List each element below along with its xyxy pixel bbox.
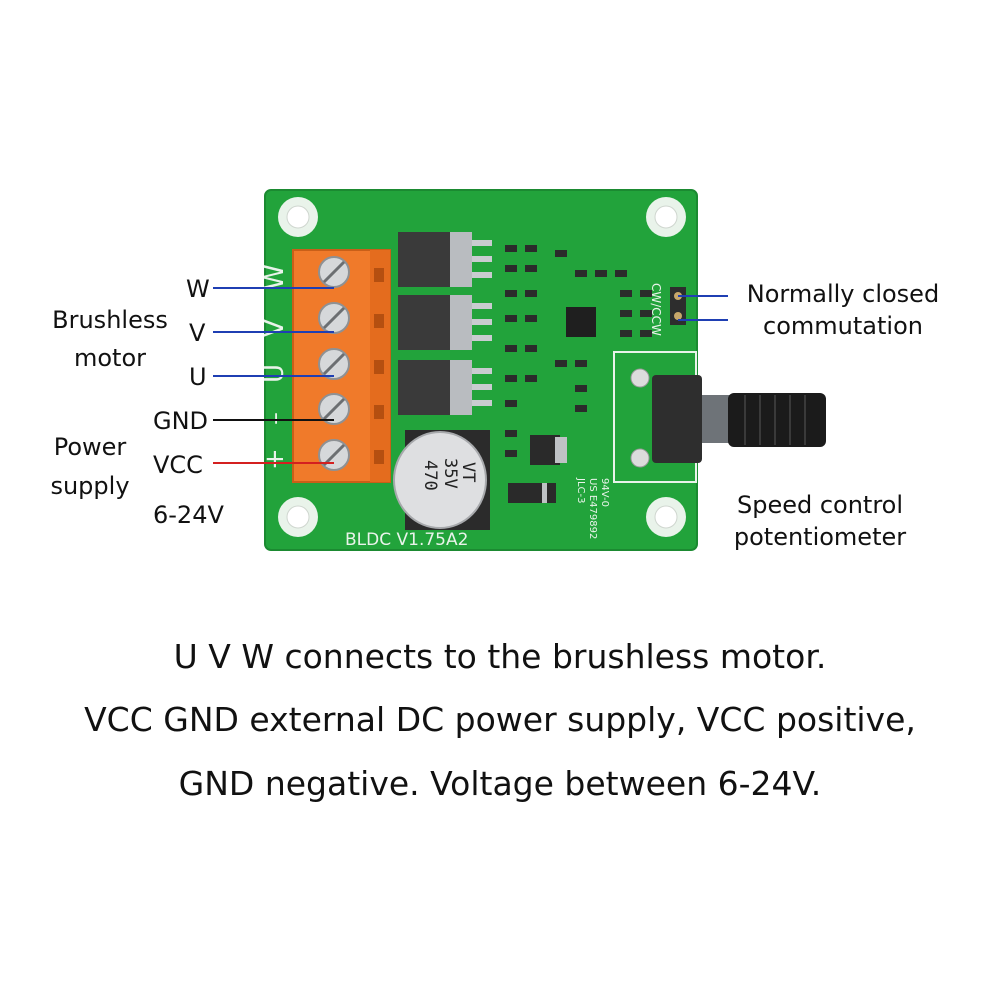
screw-terminal	[318, 348, 350, 380]
label-normally-closed: Normally closed	[746, 280, 940, 308]
silk-u: U	[260, 364, 290, 383]
silk-plus: +	[260, 448, 290, 470]
caption-line-3: GND negative. Voltage between 6-24V.	[178, 764, 822, 803]
potentiometer	[652, 375, 702, 463]
label-supply: supply	[50, 472, 130, 500]
cap-voltage: 35V	[440, 458, 460, 489]
label-power: Power	[53, 433, 127, 461]
label-vcc: VCC	[153, 451, 203, 479]
silk-minus: –	[260, 412, 290, 425]
silk-94v: 94V-0	[599, 478, 610, 507]
cap-series: VT	[458, 462, 478, 482]
smd-components	[505, 245, 652, 457]
screw-terminal	[318, 393, 350, 425]
electrolytic-capacitor	[393, 431, 487, 529]
silk-jlc: JLC-3	[575, 477, 586, 503]
caption-line-2: VCC GND external DC power supply, VCC po…	[84, 700, 916, 739]
screw-terminal	[318, 302, 350, 334]
label-voltage: 6-24V	[153, 501, 224, 529]
silk-w: W	[260, 264, 290, 290]
silk-model: BLDC V1.75A2	[345, 530, 468, 550]
silk-v: V	[260, 319, 290, 337]
label-v: V	[189, 319, 206, 347]
diode	[508, 483, 556, 503]
mounting-hole	[278, 497, 318, 537]
mounting-hole	[646, 497, 686, 537]
silk-cw-ccw: CW/CCW	[649, 283, 663, 336]
label-commutation: commutation	[763, 312, 923, 340]
mosfet	[398, 232, 492, 287]
label-speed-control: Speed control	[736, 491, 904, 519]
screw-terminal	[318, 256, 350, 288]
controller-ic	[566, 307, 596, 337]
mounting-hole	[278, 197, 318, 237]
label-motor: motor	[73, 344, 147, 372]
caption-line-1: U V W connects to the brushless motor.	[173, 637, 827, 676]
mosfet	[398, 360, 492, 415]
mounting-hole	[646, 197, 686, 237]
silk-ul: US E479892	[587, 478, 598, 539]
label-gnd: GND	[153, 407, 209, 435]
terminal-block	[292, 249, 391, 483]
cap-value: 470	[420, 460, 440, 491]
screw-terminal	[318, 439, 350, 471]
label-brushless: Brushless	[52, 306, 168, 334]
label-w: W	[186, 275, 210, 303]
label-potentiometer: potentiometer	[733, 523, 907, 551]
label-u: U	[189, 363, 207, 391]
knob	[728, 393, 826, 447]
mosfet	[398, 295, 492, 350]
